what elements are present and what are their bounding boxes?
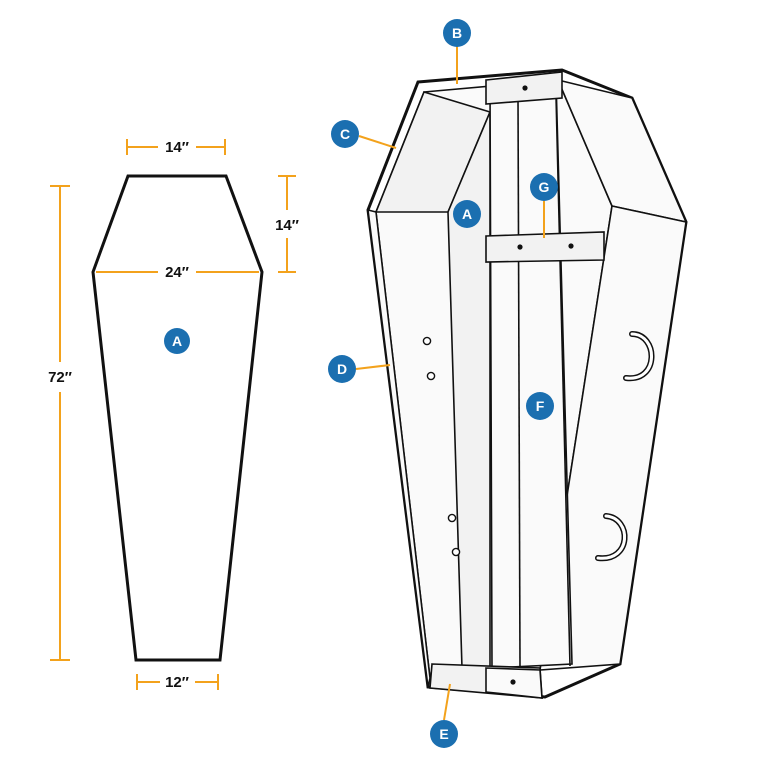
label-badge-c: C <box>331 120 359 148</box>
dimension-shoulder-width-label: 24″ <box>165 264 189 281</box>
dimension-head-height-label: 14″ <box>275 217 299 234</box>
dimension-head-height: 14″ <box>275 175 299 273</box>
label-badge-g: G <box>530 173 558 201</box>
handle-hole <box>447 513 457 523</box>
handle-upper <box>623 331 655 382</box>
left-long-side-panel-d <box>367 208 431 688</box>
dimension-foot-width-label: 12″ <box>165 674 189 691</box>
svg-text:A: A <box>462 206 472 222</box>
svg-text:D: D <box>337 361 347 377</box>
dimension-top-width: 14″ <box>126 139 226 156</box>
cross-brace-g <box>485 231 605 263</box>
label-badge-a-template: A <box>164 328 190 354</box>
label-badge-a-box: A <box>453 200 481 228</box>
svg-text:G: G <box>539 179 550 195</box>
label-badge-b: B <box>443 19 471 47</box>
dimension-length: 72″ <box>48 185 72 661</box>
handle-hole <box>422 336 432 346</box>
leader-lines <box>355 46 545 721</box>
handle-lower <box>595 513 628 562</box>
svg-text:B: B <box>452 25 462 41</box>
svg-text:C: C <box>340 126 350 142</box>
svg-text:F: F <box>536 398 545 414</box>
svg-text:E: E <box>439 726 448 742</box>
dimension-length-label: 72″ <box>48 369 72 386</box>
dimension-shoulder-width: 24″ <box>96 264 259 281</box>
label-badge-f: F <box>526 392 554 420</box>
coffin-box <box>366 68 688 699</box>
label-badge-d: D <box>328 355 356 383</box>
handle-hole <box>426 371 436 381</box>
dimension-top-width-label: 14″ <box>165 139 189 156</box>
label-badge-e: E <box>430 720 458 748</box>
template-outline-a <box>91 174 264 662</box>
handle-hole <box>451 547 461 557</box>
svg-text:A: A <box>172 333 182 349</box>
dimension-foot-width: 12″ <box>136 674 219 691</box>
